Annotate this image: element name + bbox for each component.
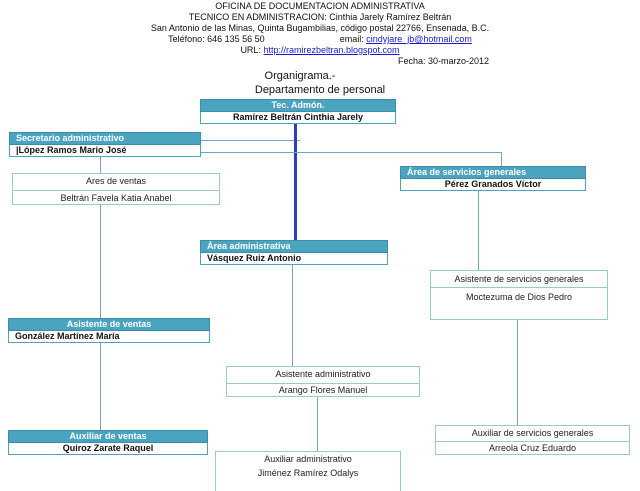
- node-name: Arreola Cruz Eduardo: [436, 441, 629, 455]
- node-name: Quiroz Zarate Raquel: [8, 443, 208, 455]
- node-title: Auxiliar de ventas: [8, 430, 208, 443]
- connector-asistente-auxiliar-servicios: [517, 320, 518, 425]
- node-name: Moctezuma de Dios Pedro: [431, 287, 607, 304]
- node-auxiliar-servicios: Auxiliar de servicios generales Arreola …: [435, 425, 630, 455]
- node-name: Jiménez Ramírez Odalys: [257, 468, 359, 478]
- node-name: Vásquez Ruiz Antonio: [200, 253, 388, 265]
- connector-to-servicios: [501, 152, 502, 166]
- node-asistente-ventas: Asistente de ventas González Martínez Ma…: [8, 318, 210, 343]
- url-link[interactable]: http://ramirezbeltran.blogspot.com: [263, 45, 400, 55]
- node-asistente-administrativo: Asistente administrativo Arango Flores M…: [226, 366, 420, 397]
- node-title: Tec. Admón.: [200, 99, 396, 112]
- node-secretario: Secretario administrativo |López Ramos M…: [9, 132, 201, 157]
- connector-horizontal: [100, 152, 502, 153]
- node-ventas: Ares de ventas Beltrán Favela Katia Anab…: [12, 173, 220, 205]
- node-name: Arango Flores Manuel: [227, 383, 419, 397]
- header-contact: Teléfono: 646 135 56 50 email: cindyjare…: [0, 34, 640, 45]
- header-line-1: OFICINA DE DOCUMENTACION ADMINISTRATIVA: [215, 1, 425, 11]
- connector-admin-asistente: [292, 262, 293, 366]
- connector-asistente-auxiliar-ventas: [100, 341, 101, 430]
- node-servicios: Área de servicios generales Pérez Granad…: [400, 166, 586, 191]
- node-title: Auxiliar administrativo: [264, 454, 352, 464]
- node-title: Asistente de servicios generales: [454, 274, 584, 284]
- node-title: Asistente administrativo: [275, 369, 371, 379]
- chart-title: Organigrama.-: [264, 70, 336, 82]
- connector-secretario: [104, 140, 300, 141]
- node-title: Auxiliar de servicios generales: [471, 428, 594, 438]
- department-title: Departamento de personal: [254, 84, 386, 96]
- email-label: email:: [339, 34, 364, 44]
- node-auxiliar-administrativo: Auxiliar administrativo Jiménez Ramírez …: [215, 451, 401, 491]
- header-url: URL: http://ramirezbeltran.blogspot.com: [0, 45, 640, 56]
- header-line-3: San Antonio de las Minas, Quinta Bugambi…: [150, 23, 490, 33]
- node-asistente-servicios: Asistente de servicios generales Moctezu…: [430, 270, 608, 320]
- node-title: Ares de ventas: [85, 176, 147, 186]
- connector-ventas-asistente: [100, 205, 101, 319]
- node-administrativa: Área administrativa Vásquez Ruiz Antonio: [200, 240, 388, 265]
- node-tec-admon: Tec. Admón. Ramírez Beltrán Cinthia Jare…: [200, 99, 396, 124]
- url-label: URL:: [240, 45, 261, 55]
- node-title: Asistente de ventas: [8, 318, 210, 331]
- email-link[interactable]: cindyjare_jb@hotmail.com: [366, 34, 472, 44]
- node-title: Secretario administrativo: [9, 132, 201, 145]
- node-name: Beltrán Favela Katia Anabel: [13, 190, 219, 205]
- node-auxiliar-ventas: Auxiliar de ventas Quiroz Zarate Raquel: [8, 430, 208, 455]
- node-name: |López Ramos Mario José: [9, 145, 201, 157]
- connector-main-vertical: [294, 119, 297, 240]
- date-text: Fecha: 30-marzo-2012: [398, 56, 490, 66]
- node-title: Área de servicios generales: [400, 166, 586, 179]
- node-name: Pérez Granados Víctor: [400, 179, 586, 191]
- header-line-2: TECNICO EN ADMINISTRACION: Cinthia Jarel…: [188, 12, 452, 22]
- connector-servicios-asistente: [478, 188, 479, 272]
- node-name: González Martínez María: [8, 331, 210, 343]
- phone-text: Teléfono: 646 135 56 50: [168, 34, 265, 44]
- node-name: Ramírez Beltrán Cinthia Jarely: [200, 112, 396, 124]
- connector-asistente-auxiliar-admin: [317, 397, 318, 451]
- node-title: Área administrativa: [200, 240, 388, 253]
- connector-to-ventas: [100, 152, 101, 174]
